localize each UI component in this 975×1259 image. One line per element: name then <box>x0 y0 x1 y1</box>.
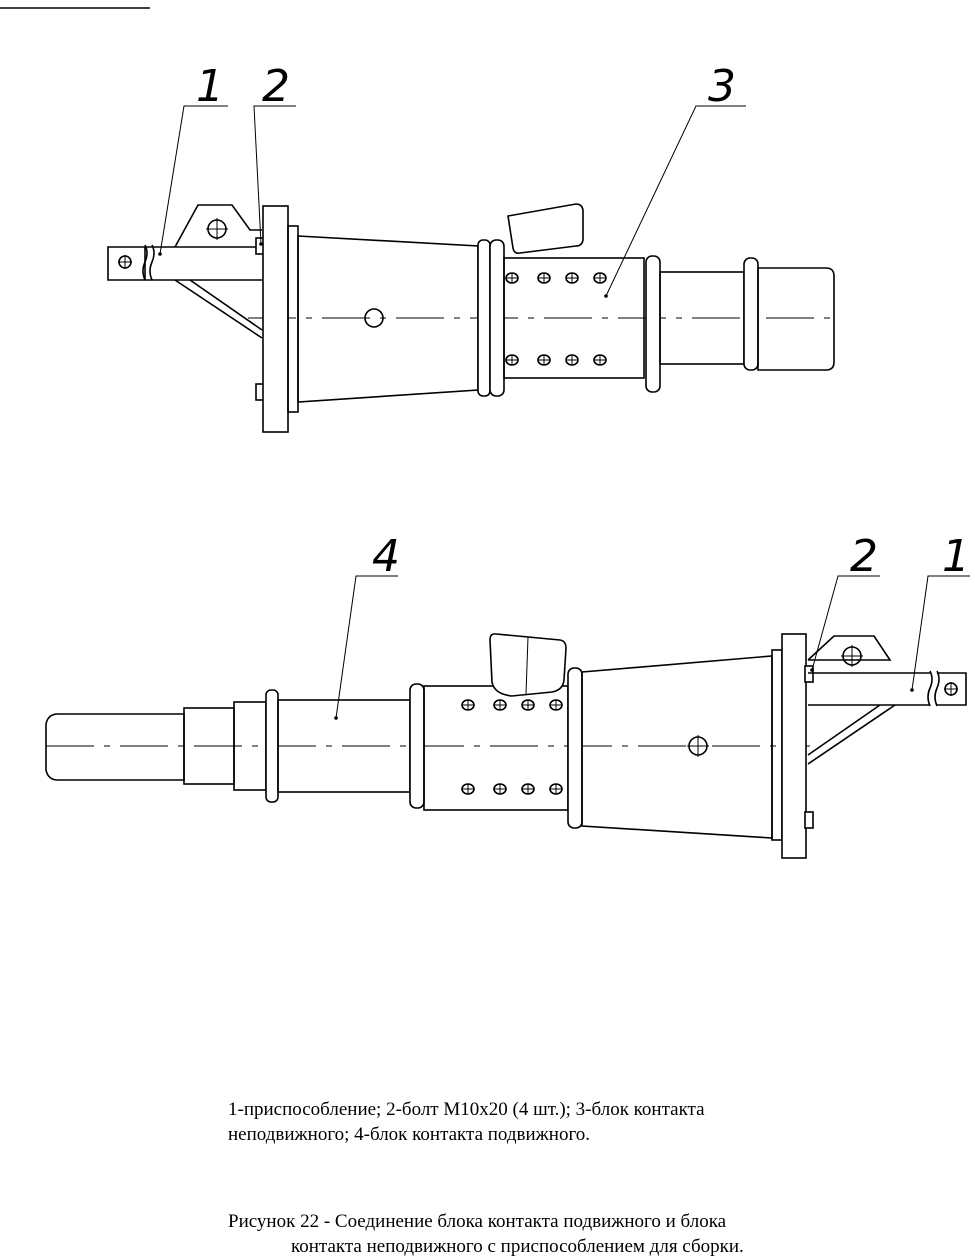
top-sleeve-holes <box>506 273 606 365</box>
legend-line-1: 1-приспособление; 2-болт М10х20 (4 шт.);… <box>228 1097 705 1122</box>
bottom-assembly <box>46 634 966 858</box>
figure-caption-line-1: Рисунок 22 - Соединение блока контакта п… <box>228 1209 744 1234</box>
bottom-fixture <box>808 636 966 764</box>
top-cone <box>298 236 478 402</box>
figure-caption: Рисунок 22 - Соединение блока контакта п… <box>228 1209 744 1259</box>
bottom-flange <box>782 634 806 858</box>
bottom-callout-1: 1 <box>942 531 970 582</box>
legend-line-2: неподвижного; 4-блок контакта подвижного… <box>228 1122 705 1147</box>
figure-caption-line-2: контакта неподвижного с приспособлением … <box>228 1234 744 1259</box>
top-fixture <box>108 205 262 338</box>
top-ring-1 <box>478 240 490 396</box>
bottom-ring-3 <box>568 668 582 828</box>
bottom-cone <box>582 656 772 838</box>
bottom-callout-4: 4 <box>372 531 400 582</box>
bottom-callout-2: 2 <box>850 531 878 582</box>
bottom-ring-1 <box>266 690 278 802</box>
legend: 1-приспособление; 2-болт М10х20 (4 шт.);… <box>228 1097 705 1147</box>
top-flange <box>263 206 288 432</box>
bottom-bolt-lower <box>805 812 813 828</box>
top-end-cap <box>758 268 834 370</box>
top-callout-3: 3 <box>708 61 736 112</box>
bottom-sleeve-holes <box>462 700 562 794</box>
bottom-ring-2 <box>410 684 424 808</box>
top-handle-block <box>508 204 583 253</box>
top-assembly <box>108 204 840 432</box>
top-ring-2 <box>646 256 660 392</box>
top-callout-2: 2 <box>262 61 290 112</box>
bottom-end-shaft <box>46 714 184 780</box>
bottom-leaders <box>334 576 970 720</box>
top-callout-1: 1 <box>196 61 224 112</box>
